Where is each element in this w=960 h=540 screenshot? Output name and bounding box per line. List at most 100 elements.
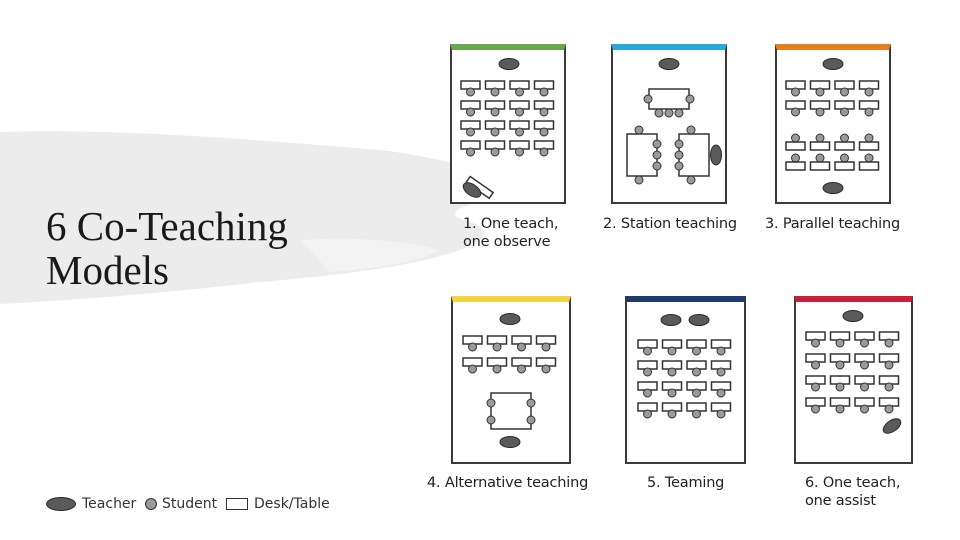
- student: [860, 382, 869, 392]
- teacher: [660, 314, 682, 326]
- student: [835, 382, 845, 392]
- student: [466, 107, 475, 117]
- desk: [490, 392, 532, 430]
- teacher: [842, 310, 864, 322]
- student: [674, 108, 684, 118]
- teacher: [499, 313, 521, 325]
- student: [815, 87, 825, 97]
- desk: [809, 161, 831, 171]
- student: [811, 360, 820, 370]
- slide-title-line-1: 6 Co-Teaching: [46, 203, 288, 249]
- student: [486, 415, 496, 425]
- student: [692, 346, 701, 356]
- student: [539, 127, 549, 137]
- student: [692, 388, 701, 398]
- classroom-diagram-parallel-teaching: [775, 44, 891, 204]
- student: [652, 161, 662, 171]
- layout-station-teaching: [626, 58, 722, 185]
- layout-one-teach-one-observe: [460, 58, 555, 200]
- caption-alternative-teaching: 4. Alternative teaching: [427, 475, 589, 491]
- classroom-diagram-station-teaching: [611, 44, 727, 204]
- student: [884, 338, 894, 348]
- student: [539, 87, 549, 97]
- student: [686, 175, 696, 185]
- student: [840, 107, 849, 117]
- layout-alternative-teaching: [462, 313, 557, 448]
- student: [515, 87, 524, 97]
- student: [716, 367, 726, 377]
- student: [468, 364, 477, 374]
- student: [667, 367, 677, 377]
- student: [652, 150, 662, 160]
- student-symbol-icon: [145, 498, 157, 510]
- classroom-diagram-teaming: [625, 296, 746, 464]
- student: [643, 388, 652, 398]
- layout-one-teach-one-assist: [805, 310, 902, 434]
- desk: [858, 141, 880, 151]
- student: [884, 360, 894, 370]
- student: [692, 409, 701, 419]
- student: [634, 175, 644, 185]
- student: [643, 94, 653, 104]
- student: [840, 87, 849, 97]
- student: [634, 125, 644, 135]
- student: [541, 364, 551, 374]
- slide-title: 6 Co-Teaching Models: [46, 204, 288, 292]
- student: [466, 147, 475, 157]
- caption-parallel-teaching: 3. Parallel teaching: [765, 216, 900, 232]
- caption-station-teaching: 2. Station teaching: [603, 216, 737, 232]
- student: [515, 127, 524, 137]
- student: [652, 139, 662, 149]
- student: [674, 150, 684, 160]
- student: [685, 94, 695, 104]
- teacher: [688, 314, 710, 326]
- student: [643, 409, 652, 419]
- legend-desk: Desk/Table: [226, 496, 330, 512]
- student: [466, 87, 475, 97]
- student: [492, 342, 502, 352]
- caption-teaming: 5. Teaming: [647, 475, 725, 491]
- student: [517, 364, 526, 374]
- legend-student: Student: [145, 496, 217, 512]
- teacher: [822, 58, 844, 70]
- student: [667, 346, 677, 356]
- student: [541, 342, 551, 352]
- student: [654, 108, 664, 118]
- student: [674, 161, 684, 171]
- student: [840, 133, 849, 143]
- layout-teaming: [637, 314, 732, 419]
- student: [466, 127, 475, 137]
- student: [791, 133, 800, 143]
- student: [526, 398, 536, 408]
- student: [515, 107, 524, 117]
- student: [811, 404, 820, 414]
- caption-one-teach-one-observe: 1. One teach, one observe: [463, 216, 559, 250]
- student: [716, 388, 726, 398]
- student: [664, 108, 674, 118]
- student: [864, 153, 874, 163]
- teacher: [710, 144, 722, 166]
- student: [884, 382, 894, 392]
- student: [539, 107, 549, 117]
- student: [490, 147, 500, 157]
- teacher: [822, 182, 844, 194]
- student: [515, 147, 524, 157]
- student: [815, 107, 825, 117]
- student: [686, 125, 696, 135]
- student: [811, 338, 820, 348]
- slide-title-line-2: Models: [46, 247, 169, 293]
- student: [643, 367, 652, 377]
- desk: [785, 161, 806, 171]
- student: [811, 382, 820, 392]
- student: [667, 388, 677, 398]
- student: [860, 404, 869, 414]
- student: [835, 338, 845, 348]
- student: [815, 153, 825, 163]
- student: [716, 346, 726, 356]
- student: [517, 342, 526, 352]
- legend-teacher-label: Teacher: [82, 496, 137, 512]
- student: [643, 346, 652, 356]
- student: [864, 133, 874, 143]
- student: [815, 133, 825, 143]
